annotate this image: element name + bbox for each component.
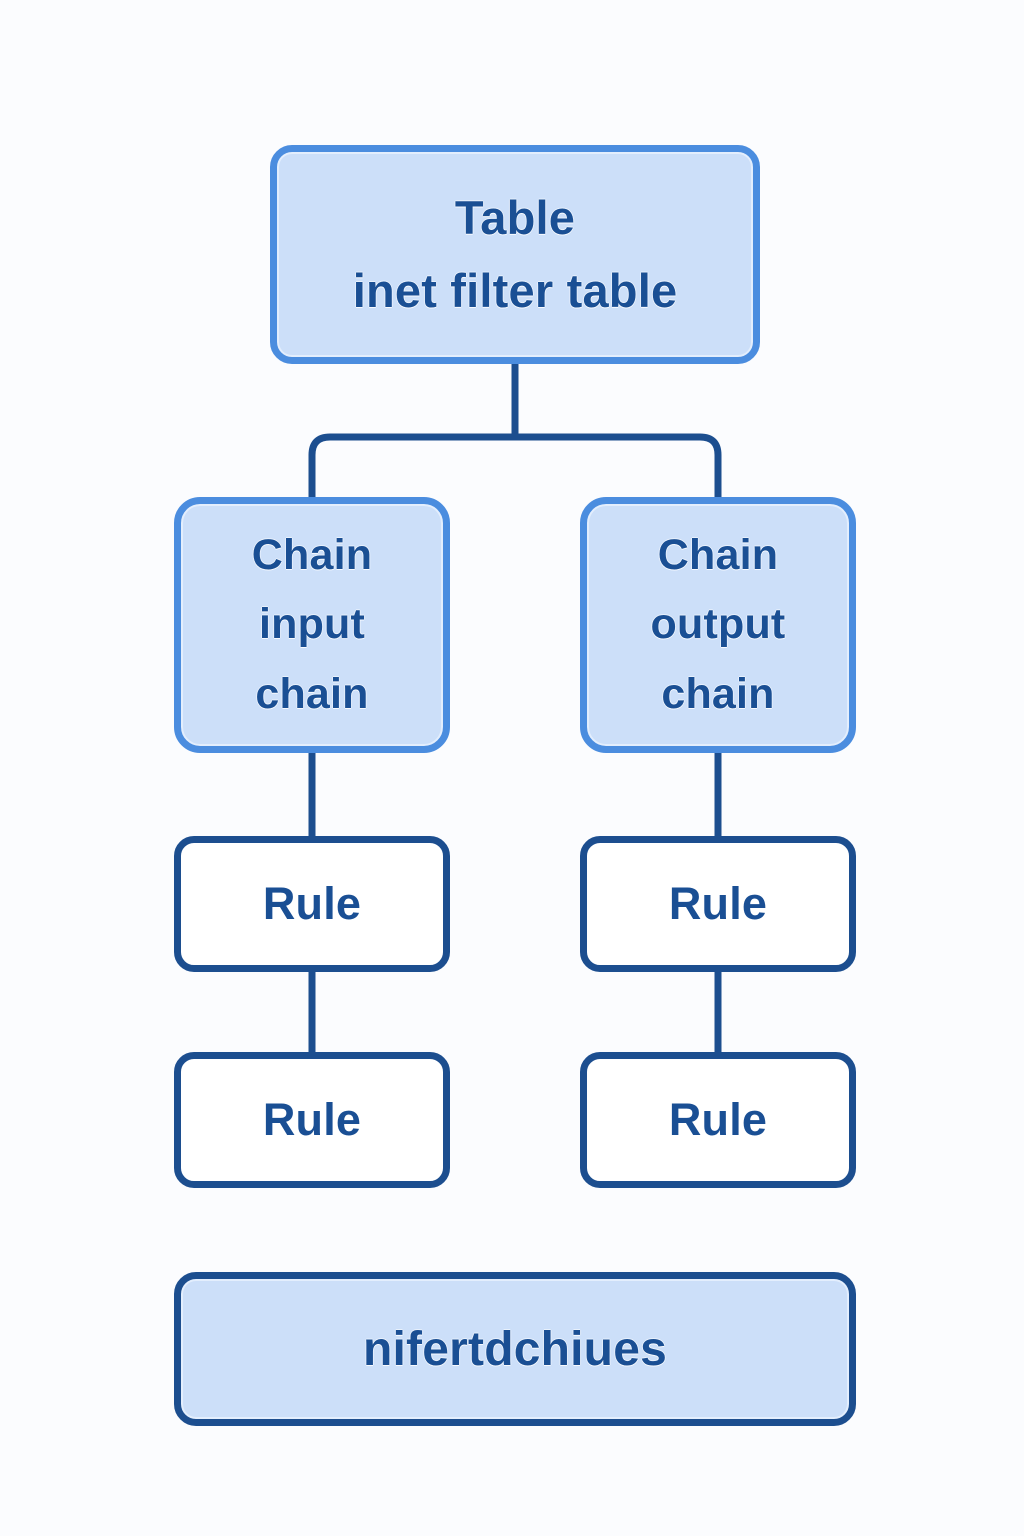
chain-input-kind-label: Chain bbox=[251, 530, 373, 579]
chain-output-hook-label: output bbox=[650, 600, 786, 649]
table-node[interactable]: Table inet filter table bbox=[270, 145, 760, 364]
rule-node-label: Rule bbox=[262, 878, 362, 929]
footer-node-label: nifertdchiues bbox=[363, 1322, 667, 1376]
chain-input-type-label: chain bbox=[255, 669, 369, 718]
chain-output-node[interactable]: Chain output chain bbox=[580, 497, 856, 753]
rule-node[interactable]: Rule bbox=[174, 1052, 450, 1188]
chain-input-hook-label: input bbox=[258, 600, 366, 649]
rule-node-label: Rule bbox=[668, 878, 768, 929]
connector-split-bar bbox=[308, 433, 722, 497]
chain-output-kind-label: Chain bbox=[657, 530, 779, 579]
rule-node[interactable]: Rule bbox=[174, 836, 450, 972]
rule-node[interactable]: Rule bbox=[580, 1052, 856, 1188]
table-node-kind-label: Table bbox=[454, 190, 576, 244]
rule-node[interactable]: Rule bbox=[580, 836, 856, 972]
table-node-name-label: inet filter table bbox=[352, 263, 678, 317]
rule-node-label: Rule bbox=[262, 1094, 362, 1145]
chain-input-node[interactable]: Chain input chain bbox=[174, 497, 450, 753]
footer-node[interactable]: nifertdchiues bbox=[174, 1272, 856, 1426]
rule-node-label: Rule bbox=[668, 1094, 768, 1145]
chain-output-type-label: chain bbox=[661, 669, 775, 718]
